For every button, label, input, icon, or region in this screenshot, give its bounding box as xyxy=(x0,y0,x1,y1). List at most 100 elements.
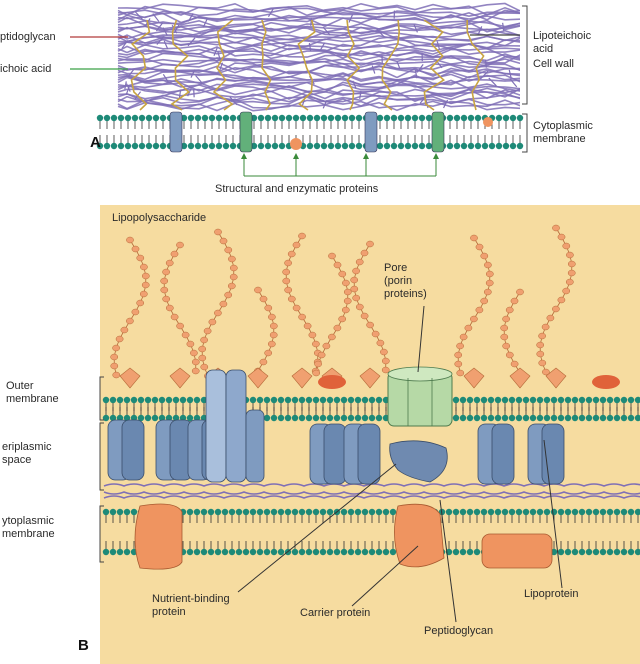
lipid-head xyxy=(327,114,335,122)
porin-top xyxy=(387,366,453,382)
lipid-head xyxy=(131,142,139,150)
lipid-head xyxy=(571,414,579,422)
lps-sugar-bead xyxy=(510,360,519,368)
lipid-head xyxy=(425,142,433,150)
lps-sugar-bead xyxy=(186,340,195,348)
lipid-head xyxy=(620,414,628,422)
lipid-head xyxy=(452,548,460,556)
label-periplasmic-line2: space xyxy=(2,454,32,466)
lipid-head xyxy=(124,114,132,122)
lipid-head xyxy=(501,414,509,422)
lipid-head xyxy=(501,508,509,516)
lipid-head xyxy=(103,142,111,150)
lipid-head xyxy=(361,414,369,422)
peptidoglycan-crosslink xyxy=(127,68,135,78)
lipid-head xyxy=(599,414,607,422)
lipid-head xyxy=(466,396,474,404)
lps-sugar-bead xyxy=(214,228,222,236)
arrow-head xyxy=(363,153,369,159)
lipid-head xyxy=(536,396,544,404)
lps-sugar-bead xyxy=(371,330,380,338)
peptidoglycan-crosslink xyxy=(376,28,385,38)
lipid-head xyxy=(634,508,640,516)
teichoic-acid-strand xyxy=(297,19,316,111)
lipid-head xyxy=(390,114,398,122)
lps-sugar-bead xyxy=(546,314,555,322)
lipid-head xyxy=(270,548,278,556)
lps-sugar-bead xyxy=(208,318,217,326)
lipid-head xyxy=(375,548,383,556)
lipid-head xyxy=(354,548,362,556)
lipid-head xyxy=(495,142,503,150)
lipid-head xyxy=(117,114,125,122)
lipid-head xyxy=(222,142,230,150)
lps-sugar-bead xyxy=(538,332,546,340)
lipid-head xyxy=(361,508,369,516)
lipid-head xyxy=(459,414,467,422)
lps-sugar-bead xyxy=(267,340,276,348)
lps-sugar-bead xyxy=(254,286,262,294)
peptidoglycan-crosslink xyxy=(217,51,221,60)
lipid-head xyxy=(487,396,495,404)
lps-sugar-bead xyxy=(200,363,209,371)
lps-sugar-bead xyxy=(312,340,320,348)
lipid-head xyxy=(634,414,640,422)
lps-sugar-bead xyxy=(505,306,514,314)
lipid-head xyxy=(187,142,195,150)
lipid-head xyxy=(250,114,258,122)
lps-sugar-bead xyxy=(165,304,174,312)
lipid-head xyxy=(313,142,321,150)
lipid-head xyxy=(291,414,299,422)
lps-sugar-bead xyxy=(219,237,228,245)
lps-sugar-bead xyxy=(516,288,524,296)
lipid-head xyxy=(473,396,481,404)
lipid-head xyxy=(312,508,320,516)
lps-sugar-bead xyxy=(165,259,174,267)
lps-sugar-bead xyxy=(259,358,268,366)
lps-chain-line xyxy=(503,291,521,374)
lps-sugar-bead xyxy=(264,304,273,312)
panel-b-leader-lines xyxy=(237,305,563,623)
lipid-head xyxy=(116,414,124,422)
label-nutrient-binding-line2: protein xyxy=(152,606,186,618)
lipid-head xyxy=(606,508,614,516)
lipid-head xyxy=(242,548,250,556)
peptidoglycan-crosslink xyxy=(190,69,196,78)
lps-sugar-bead xyxy=(352,294,361,302)
teichoic-acid-strand xyxy=(170,19,190,111)
lipid-head xyxy=(459,508,467,516)
teichoic-acid-strand xyxy=(346,19,361,111)
lipid-head xyxy=(627,396,635,404)
lipid-head xyxy=(481,142,489,150)
lps-chain-line xyxy=(457,237,491,374)
lipid-head xyxy=(263,414,271,422)
lps-sugar-bead xyxy=(500,333,509,341)
lipid-head xyxy=(341,142,349,150)
lipid-head xyxy=(186,414,194,422)
lipid-head xyxy=(459,396,467,404)
lps-sugar-bead xyxy=(557,296,566,304)
surface-protein-cap xyxy=(592,375,620,389)
lipid-head xyxy=(103,114,111,122)
lipid-head xyxy=(557,508,565,516)
lipid-head xyxy=(543,396,551,404)
label-peptidoglycan-a: ptidoglycan xyxy=(0,31,56,43)
lipid-head xyxy=(312,396,320,404)
peptidoglycan-crosslink xyxy=(195,75,203,84)
panel-a-leader-lines xyxy=(70,34,520,70)
teichoic-acid-strand xyxy=(423,19,446,111)
lipid-head xyxy=(382,508,390,516)
lps-sugar-bead xyxy=(350,276,359,284)
lipid-head xyxy=(529,396,537,404)
carrier-protein xyxy=(394,503,445,568)
lipid-head xyxy=(215,142,223,150)
lipid-head xyxy=(466,508,474,516)
lps-sugar-bead xyxy=(110,362,119,370)
lipid-head xyxy=(305,548,313,556)
lipid-head xyxy=(257,114,265,122)
lipid-head xyxy=(592,508,600,516)
peptidoglycan-crosslink xyxy=(202,19,208,28)
lipid-head xyxy=(354,396,362,404)
peptidoglycan-crosslink xyxy=(310,17,312,26)
lipid-head xyxy=(509,142,517,150)
